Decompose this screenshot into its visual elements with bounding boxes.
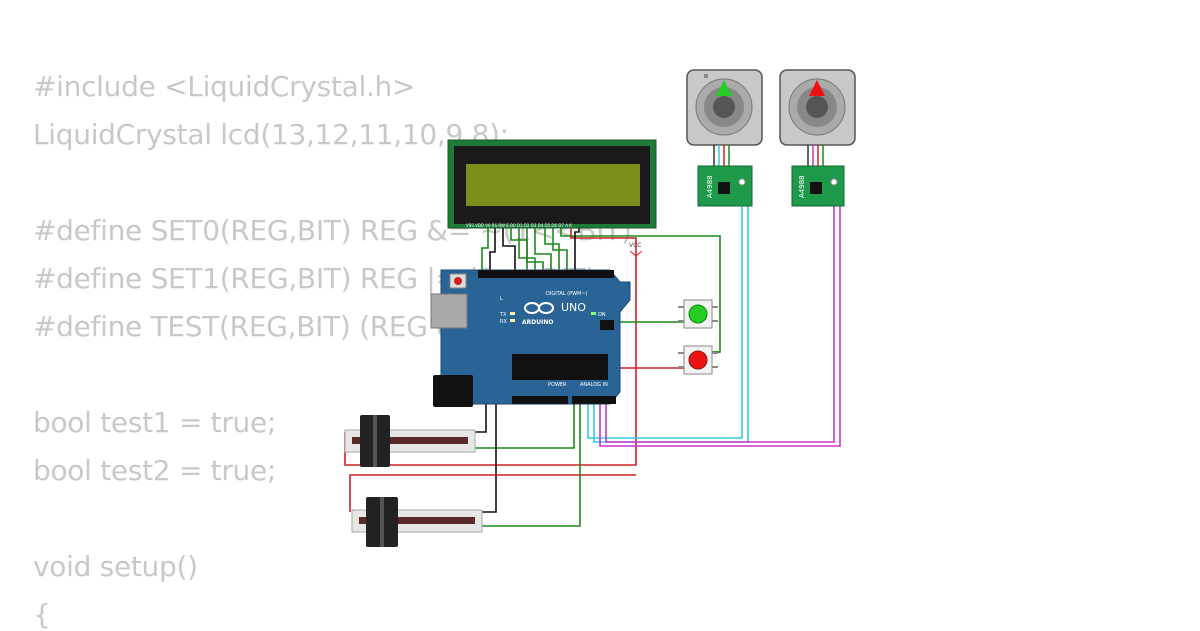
driver-chip-label: A4988 — [706, 175, 714, 198]
lcd-screen — [466, 164, 640, 206]
code-line: void setup() — [33, 550, 198, 583]
vcc-marker: VCC — [629, 242, 643, 257]
slide-potentiometer-1[interactable] — [344, 415, 476, 467]
code-line: #include <LiquidCrystal.h> — [33, 70, 416, 103]
wire — [481, 228, 489, 270]
wire — [502, 228, 516, 270]
arduino-uno-board[interactable]: DIGITAL (PWM~) ARDUINO UNO TX RX L ON PO… — [430, 269, 631, 407]
power-label: POWER — [548, 382, 567, 388]
power-header — [512, 396, 568, 404]
wire — [587, 206, 743, 439]
code-line: bool test2 = true; — [33, 454, 277, 487]
wire — [534, 228, 552, 270]
digital-label: DIGITAL (PWM~) — [546, 291, 588, 297]
analog-label: ANALOG IN — [580, 382, 608, 388]
power-jack — [433, 375, 473, 407]
wire — [574, 228, 580, 270]
arduino-logo-text: ARDUINO — [522, 319, 553, 326]
code-line: { — [33, 598, 51, 631]
motor-leads — [713, 145, 824, 166]
wire — [489, 228, 496, 270]
a4988-driver-left[interactable]: A4988 — [697, 165, 753, 207]
code-line: bool test1 = true; — [33, 406, 277, 439]
direction-indicator-icon — [809, 80, 825, 96]
rx-label: RX — [500, 319, 507, 325]
stepper-motor-right[interactable] — [779, 69, 856, 146]
wire — [570, 228, 637, 250]
tx-label: TX — [499, 312, 507, 318]
usb-port — [430, 293, 468, 329]
atmega-chip — [512, 354, 608, 380]
lcd-pin-labels: VSS VDD V0 RS RW E D0 D1 D2 D3 D4 D5 D6 … — [466, 223, 572, 228]
lcd-display[interactable]: VSS VDD V0 RS RW E D0 D1 D2 D3 D4 D5 D6 … — [447, 139, 657, 229]
wire — [552, 228, 568, 270]
vcc-label: VCC — [629, 242, 641, 249]
icsp-header — [600, 320, 614, 330]
direction-indicator-icon — [716, 80, 732, 96]
wire — [526, 228, 544, 270]
arduino-logo-icon — [524, 302, 554, 314]
slide-potentiometer-2[interactable] — [351, 497, 483, 547]
wire — [605, 206, 835, 443]
analog-header — [572, 396, 616, 404]
a4988-driver-right[interactable]: A4988 — [791, 165, 845, 207]
wire — [349, 474, 636, 512]
stepper-motor-left[interactable] — [686, 69, 763, 146]
driver-chip-label: A4988 — [798, 175, 806, 198]
wire — [544, 228, 560, 270]
l-label: L — [500, 296, 503, 302]
digital-header — [478, 270, 614, 278]
arduino-model-label: UNO — [561, 301, 586, 314]
wire — [599, 206, 841, 447]
on-label: ON — [598, 312, 606, 318]
pushbutton-red[interactable] — [678, 345, 718, 375]
pushbutton-green[interactable] — [678, 299, 718, 329]
